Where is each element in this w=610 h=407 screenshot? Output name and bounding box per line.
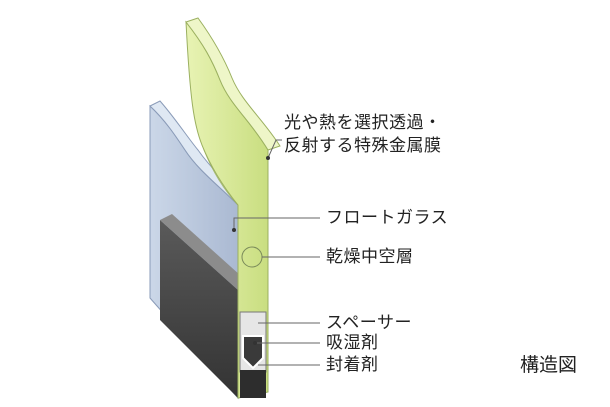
- dry-air-layer-label: 乾燥中空層: [326, 247, 414, 267]
- leader-dot-desiccant: [253, 341, 257, 345]
- spacer-frame: [160, 220, 238, 398]
- diagram-caption: 構造図: [520, 354, 578, 376]
- coated-glass-top-edge: [185, 17, 281, 151]
- coating-label-line1: 光や熱を選択透過・: [284, 113, 442, 133]
- desiccant: [242, 335, 264, 370]
- spacer-label: スペーサー: [326, 313, 412, 333]
- leader-dot-coating: [266, 156, 270, 160]
- desiccant-label: 吸湿剤: [326, 333, 379, 353]
- leader-coating: [267, 139, 282, 159]
- spacer-frame-top: [160, 214, 250, 290]
- float-glass-label: フロートガラス: [326, 208, 449, 228]
- leader-float-glass: [233, 217, 320, 230]
- coating-label-line2: 反射する特殊金属膜: [284, 136, 442, 156]
- leader-dot-float-glass: [232, 228, 236, 232]
- sealant: [240, 370, 266, 398]
- sealant-label: 封着剤: [326, 355, 379, 375]
